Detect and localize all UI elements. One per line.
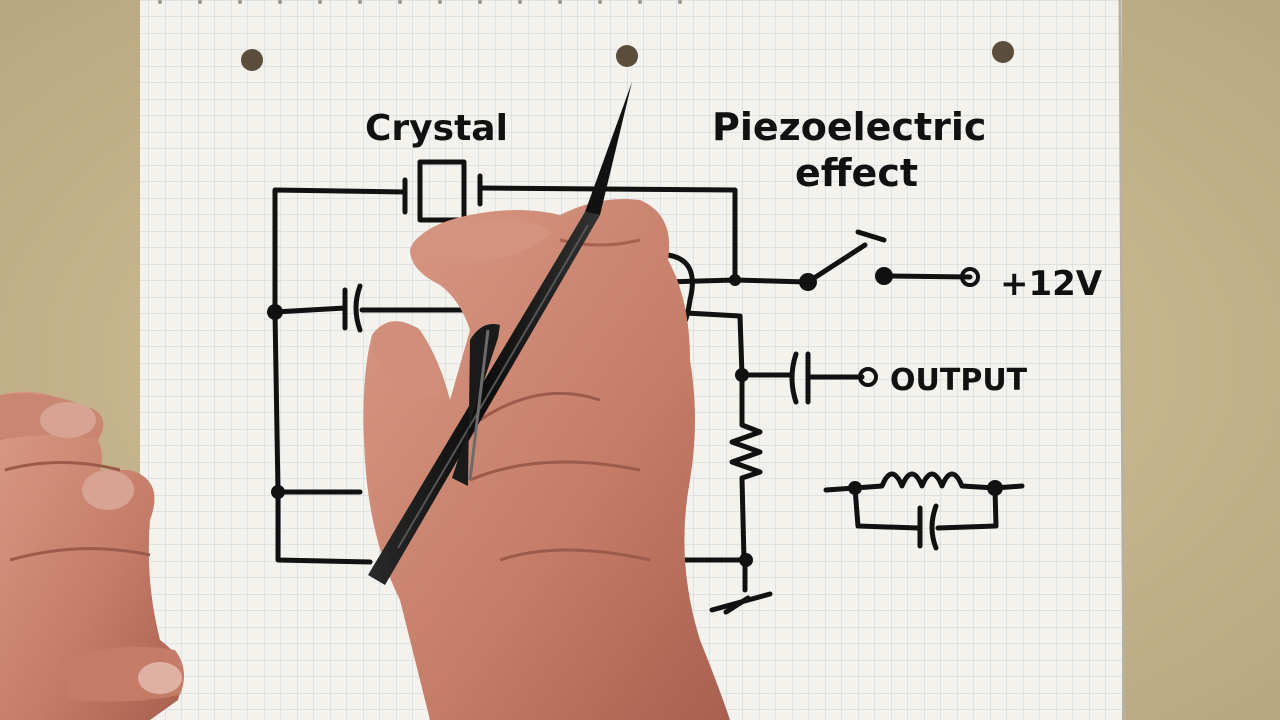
label-crystal: Crystal — [365, 108, 508, 149]
label-piezoelectric: Piezoelectric — [712, 105, 986, 149]
punch-hole — [241, 49, 263, 71]
capacitor-icon — [739, 351, 865, 405]
resistor-icon — [729, 372, 763, 563]
label-output: OUTPUT — [890, 363, 1028, 398]
label-effect: effect — [795, 151, 918, 195]
junction-dots — [267, 267, 1003, 567]
punch-hole — [616, 45, 638, 67]
punch-hole — [992, 41, 1014, 63]
pen-icon — [368, 82, 632, 585]
left-hand — [0, 391, 184, 720]
right-hand — [363, 199, 730, 720]
label-plus-12v: +12V — [1000, 264, 1103, 304]
crystal-equivalent-circuit-icon — [823, 471, 1025, 551]
switch-icon — [732, 229, 973, 285]
